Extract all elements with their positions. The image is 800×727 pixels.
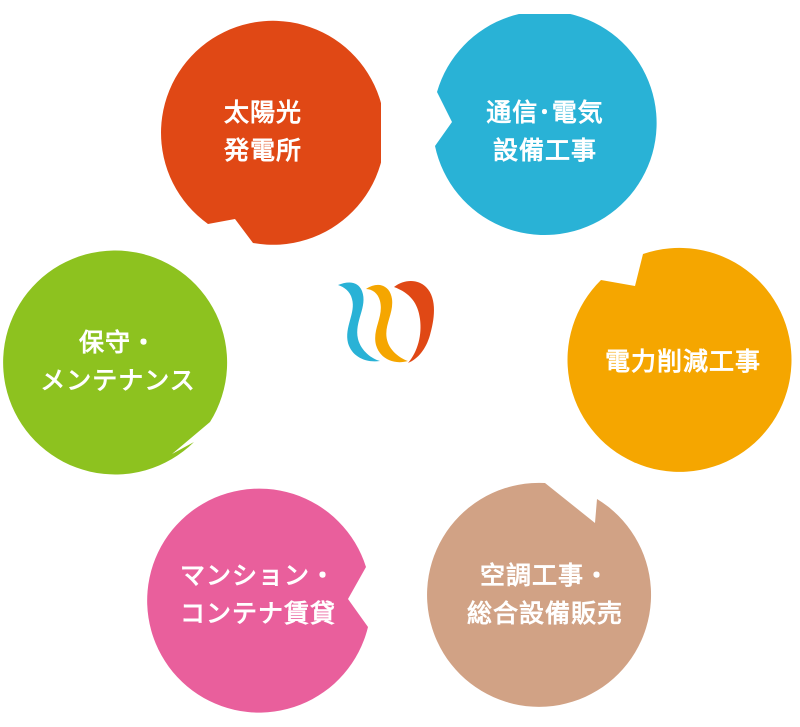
node-hvac-label: 空調工事・ 総合設備販売: [467, 557, 623, 633]
node-maint-circle: [3, 250, 228, 475]
node-telecom-circle: [435, 14, 657, 235]
node-maint-label: 保守・ メンテナンス: [40, 324, 196, 400]
node-power-shape: [567, 247, 792, 472]
logo-ribbon-orange: [366, 284, 408, 363]
node-maint-line2: メンテナンス: [40, 366, 196, 395]
node-mansion-circle: [147, 488, 368, 713]
logo-ribbon-blue: [338, 282, 380, 362]
wave-logo-icon: [338, 281, 434, 363]
node-telecom-shape: [435, 14, 657, 235]
node-power-label: 電力削減工事: [605, 343, 761, 381]
node-maint-line1: 保守・: [78, 328, 157, 357]
node-solar-power: 太陽光 発電所: [145, 14, 381, 250]
node-mansion-line1: マンション・: [179, 561, 336, 590]
node-telecom-label: 通信･電気 設備工事: [486, 94, 604, 170]
node-power-line1: 電力削減工事: [604, 347, 761, 376]
node-maintenance: 保守・ メンテナンス: [0, 244, 236, 480]
node-hvac-shape: [427, 482, 652, 707]
node-telecom-line2: 設備工事: [492, 136, 597, 165]
logo-ribbon-red: [394, 281, 434, 363]
node-mansion-line2: コンテナ賃貸: [179, 599, 336, 628]
node-hvac-circle: [427, 482, 652, 707]
node-telecom-line1: 通信･電気: [486, 98, 604, 127]
node-solar-line2: 発電所: [223, 136, 302, 165]
node-hvac-line1: 空調工事・: [479, 561, 610, 590]
node-mansion-shape: [147, 488, 368, 713]
node-hvac-line2: 総合設備販売: [466, 599, 623, 628]
node-hvac-equipment: 空調工事・ 総合設備販売: [427, 477, 663, 713]
node-mansion-label: マンション・ コンテナ賃貸: [180, 557, 336, 633]
node-maint-shape: [3, 250, 228, 475]
node-telecom-electrical: 通信･電気 設備工事: [427, 14, 663, 250]
node-solar-shape: [161, 20, 381, 245]
node-solar-circle: [161, 20, 381, 245]
node-solar-label: 太陽光 発電所: [224, 94, 302, 170]
node-power-circle: [567, 247, 792, 472]
node-mansion-container-rental: マンション・ コンテナ賃貸: [140, 477, 376, 713]
node-solar-line1: 太陽光: [223, 98, 302, 127]
node-power-reduction: 電力削減工事: [565, 244, 800, 480]
